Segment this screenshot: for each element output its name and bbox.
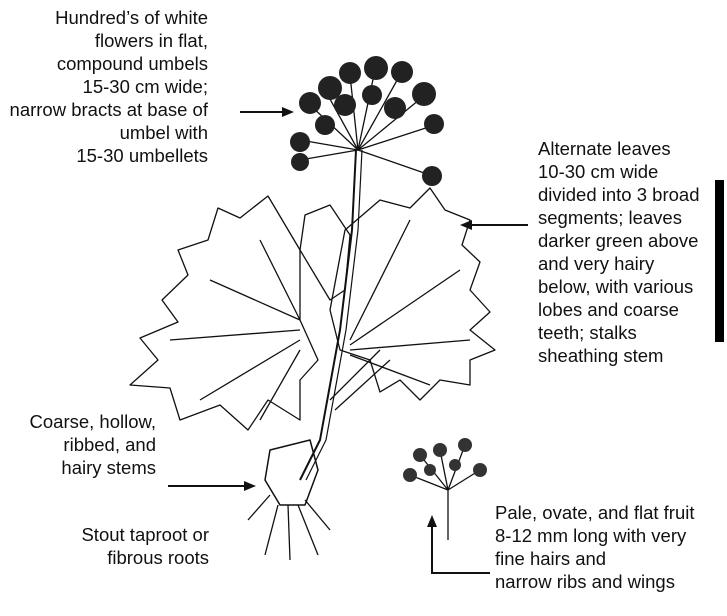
page-edge-bar [715,180,724,342]
stems-label: Coarse, hollow,ribbed, and hairy stems [30,410,156,479]
flower-clusters [290,56,444,186]
left-leaf [130,196,318,430]
middle-leaf [300,205,350,300]
right-leaf [330,188,495,400]
arrow-fruit [432,525,490,573]
